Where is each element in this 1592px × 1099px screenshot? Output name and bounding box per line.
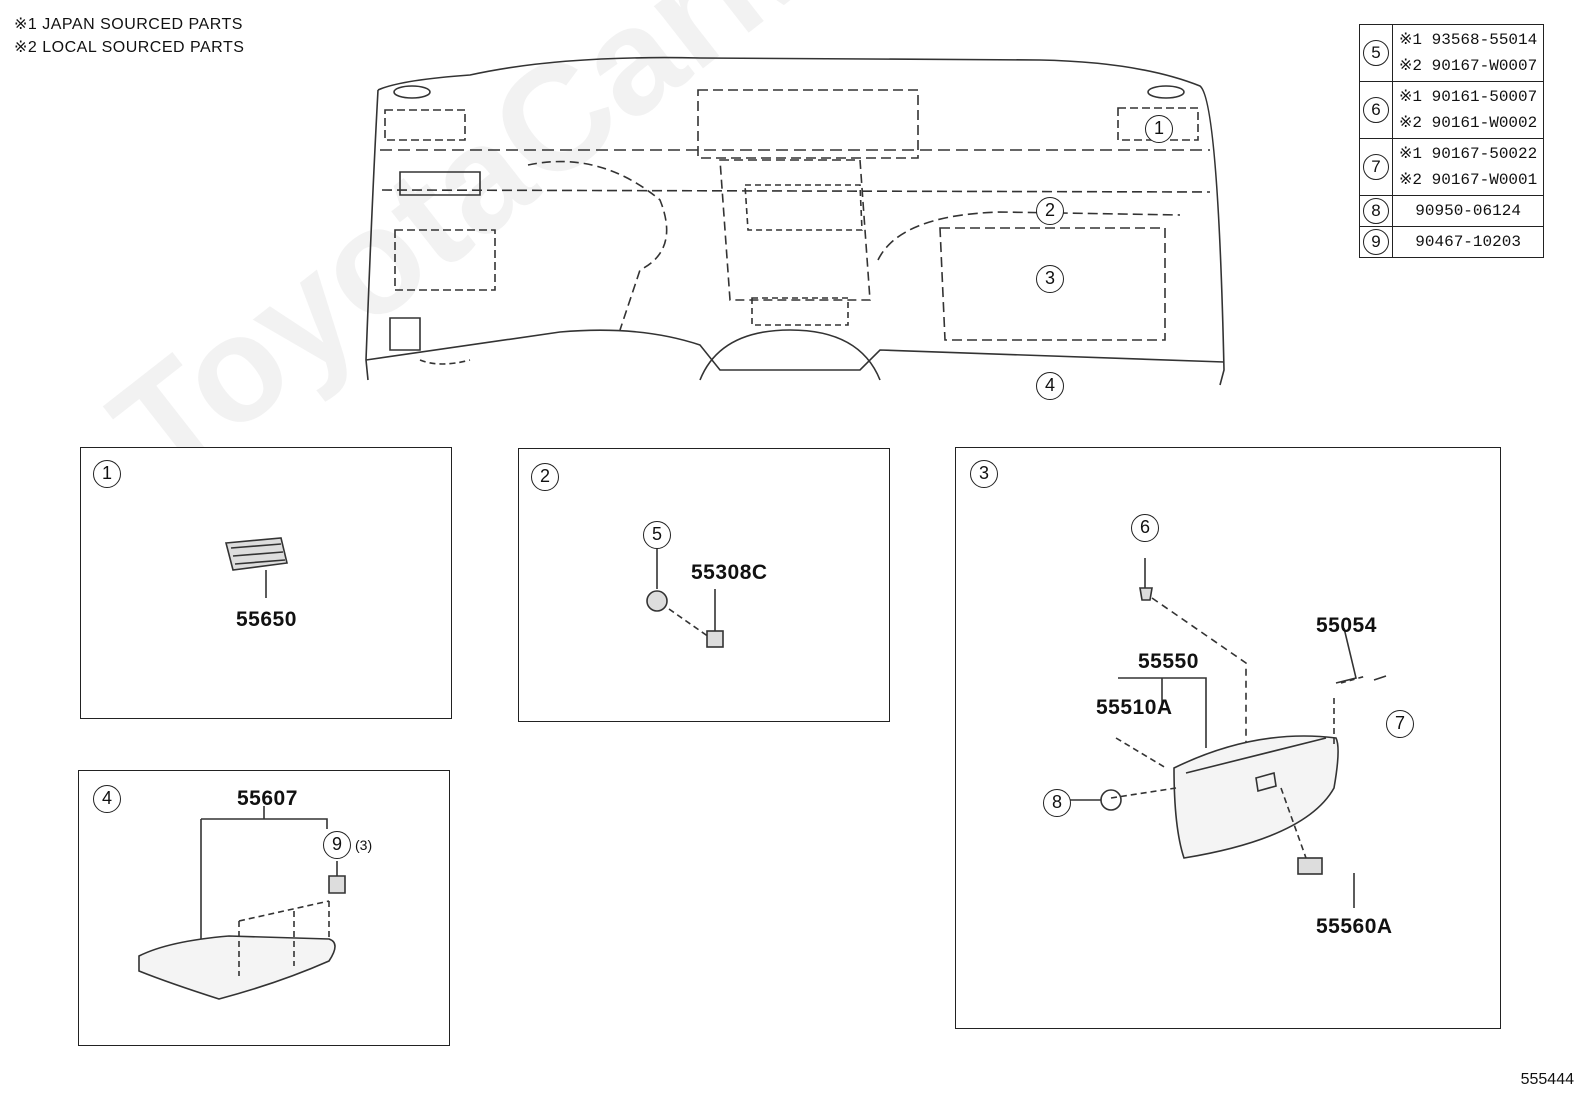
legend-row: 6 ※1 90161-50007 ※2 90161-W0002 <box>1359 81 1545 139</box>
legend-part[interactable]: ※2 90167-W0001 <box>1399 171 1538 189</box>
part-number-55650[interactable]: 55650 <box>236 608 297 631</box>
legend-part[interactable]: ※1 90161-50007 <box>1399 88 1538 106</box>
glove-box-drawing <box>1054 558 1387 908</box>
callout-3[interactable]: 3 <box>1036 265 1064 293</box>
callout-6[interactable]: 6 <box>1131 514 1159 542</box>
panel-ref-2: 2 <box>531 463 559 491</box>
legend-part[interactable]: 90467-10203 <box>1415 233 1521 251</box>
detail-panel-2: 2 5 55308C <box>518 448 890 722</box>
callout-8[interactable]: 8 <box>1043 789 1071 817</box>
legend-part[interactable]: ※2 90161-W0002 <box>1399 114 1538 132</box>
callout-9[interactable]: 9 <box>323 831 351 859</box>
callout-1[interactable]: 1 <box>1145 115 1173 143</box>
legend-row: 7 ※1 90167-50022 ※2 90167-W0001 <box>1359 138 1545 196</box>
detail-panel-1: 1 55650 <box>80 447 452 719</box>
part-number-55560a[interactable]: 55560A <box>1316 915 1393 938</box>
quantity-label: (3) <box>355 837 373 853</box>
note-local-sourced: ※2 LOCAL SOURCED PARTS <box>14 39 245 56</box>
legend-part[interactable]: ※1 90167-50022 <box>1399 145 1538 163</box>
detail-panel-3: 3 6 7 8 55054 55550 55510A 55560A <box>955 447 1501 1029</box>
callout-4[interactable]: 4 <box>1036 372 1064 400</box>
detail-panel-4: 4 9 (3) 55607 <box>78 770 450 1046</box>
parts-legend-table: 5 ※1 93568-55014 ※2 90167-W0007 6 ※1 901… <box>1359 24 1545 258</box>
part-number-55308c[interactable]: 55308C <box>691 561 768 584</box>
legend-part[interactable]: ※2 90167-W0007 <box>1399 57 1538 75</box>
panel-ref-1: 1 <box>93 460 121 488</box>
under-cover-drawing <box>138 806 346 1000</box>
part-number-55607[interactable]: 55607 <box>237 787 298 810</box>
callout-5[interactable]: 5 <box>643 521 671 549</box>
panel-ref-4: 4 <box>93 785 121 813</box>
callout-7[interactable]: 7 <box>1386 710 1414 738</box>
legend-row: 9 90467-10203 <box>1359 226 1545 258</box>
note-japan-sourced: ※1 JAPAN SOURCED PARTS <box>14 16 243 33</box>
panel-ref-3: 3 <box>970 460 998 488</box>
part-number-55510a[interactable]: 55510A <box>1096 696 1173 719</box>
legend-ref: 5 <box>1363 39 1389 66</box>
legend-part[interactable]: ※1 93568-55014 <box>1399 31 1538 49</box>
part-number-55054[interactable]: 55054 <box>1316 614 1377 637</box>
figure-number: 555444 <box>1520 1071 1574 1088</box>
legend-ref: 8 <box>1363 197 1389 224</box>
callout-2[interactable]: 2 <box>1036 197 1064 225</box>
instrument-panel-overview <box>365 56 1225 386</box>
clip-drawing <box>646 549 724 648</box>
legend-ref: 9 <box>1363 228 1389 255</box>
legend-row: 8 90950-06124 <box>1359 195 1545 227</box>
legend-ref: 7 <box>1363 153 1389 180</box>
legend-part[interactable]: 90950-06124 <box>1415 202 1521 220</box>
side-air-vent-drawing <box>224 537 288 598</box>
legend-ref: 6 <box>1363 96 1389 123</box>
part-number-55550[interactable]: 55550 <box>1138 650 1199 673</box>
